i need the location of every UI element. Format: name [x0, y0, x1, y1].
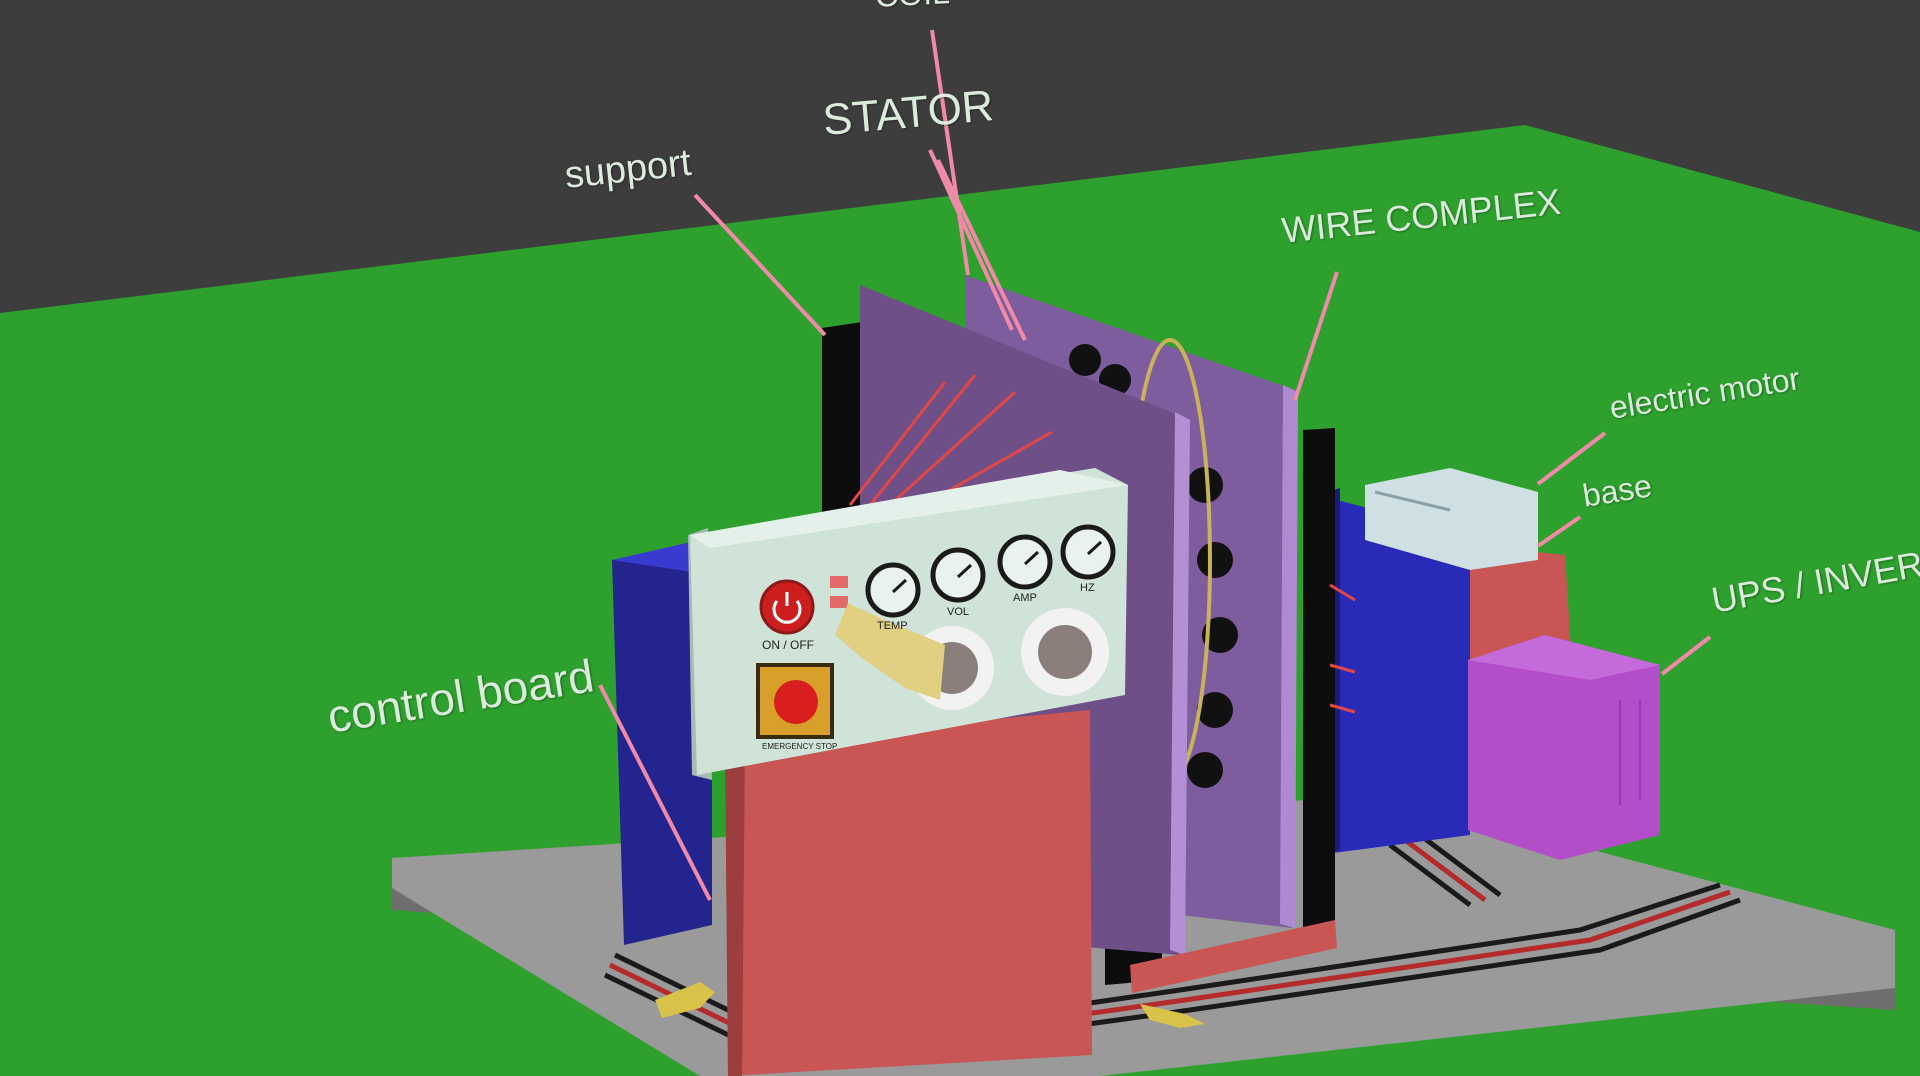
- front-red-bar: [1130, 920, 1337, 993]
- stator-plate-front-edge: [1170, 412, 1190, 955]
- support-post-right: [1303, 428, 1335, 928]
- power-button: [759, 579, 815, 635]
- ups-inverter-box: [1468, 635, 1660, 860]
- leader-lines: [598, 29, 1712, 901]
- red-internal-wires: [848, 374, 1356, 714]
- electric-motor-detail: [1374, 490, 1451, 512]
- blue-housing-left: [612, 542, 712, 945]
- emergency-stop-button: [774, 680, 818, 724]
- blue-housing-right: [1318, 495, 1470, 855]
- ups-inverter-top: [1468, 635, 1660, 680]
- power-icon: [772, 592, 802, 624]
- indicator-light-2: [830, 596, 848, 608]
- gauges: [865, 524, 1116, 618]
- stator-plate-back-edge: [1280, 385, 1298, 928]
- control-panel-top: [690, 470, 1128, 548]
- coil-rings: [1069, 344, 1238, 788]
- electric-motor-box: [1365, 468, 1538, 570]
- yellow-pointer-arrow: [835, 603, 945, 700]
- gauge-label-amp: AMP: [1013, 592, 1037, 604]
- indicator-light: [830, 576, 848, 588]
- gauge-label-vol: VOL: [947, 606, 970, 618]
- on-off-label: ON / OFF: [762, 638, 814, 652]
- pedestal-front: [725, 710, 1092, 1076]
- pedestal-side: [725, 742, 745, 1076]
- gauge-label-temp: TEMP: [877, 620, 908, 632]
- support-post-left: [822, 322, 862, 520]
- gauge-label-hz: HZ: [1080, 582, 1095, 594]
- ups-vent-lines: [1619, 700, 1641, 805]
- yellow-connector-arrows: [655, 982, 1205, 1028]
- emergency-stop-label: EMERGENCY STOP: [762, 742, 838, 751]
